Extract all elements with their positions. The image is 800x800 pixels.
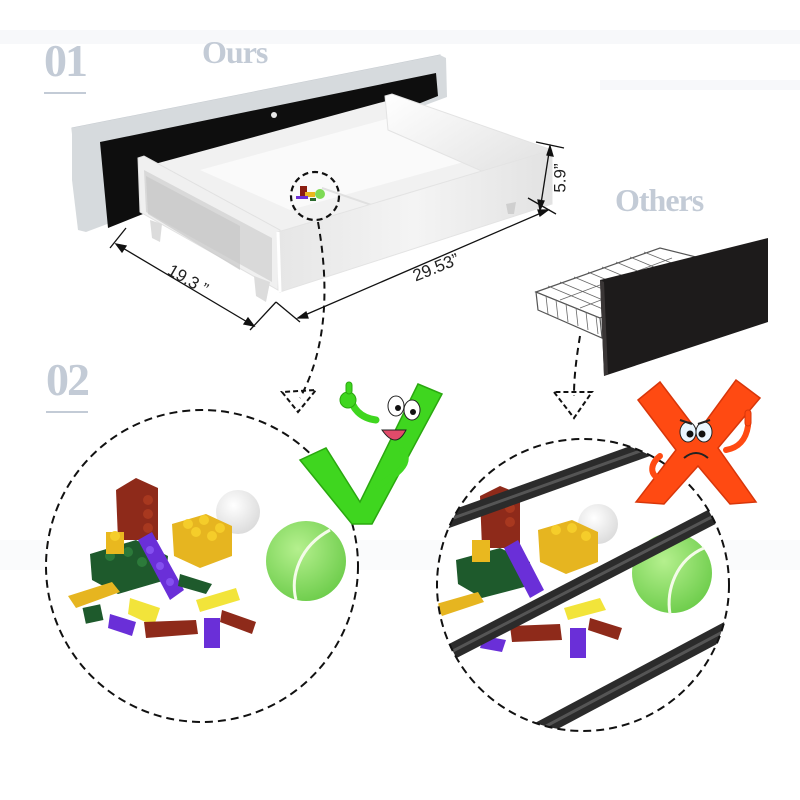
dimension-lines [109,141,565,331]
section-title-ours: Ours [202,34,268,70]
ours-drawer [71,54,553,302]
zoom-callout-small [289,170,341,222]
ours-contents-closeup [45,409,359,723]
section-title-others: Others [615,182,704,218]
check-mark-icon [298,381,444,525]
background-band [600,80,800,90]
wire-bars [437,439,729,731]
section-number-02: 02 [46,357,90,413]
others-contents-closeup [436,438,730,732]
section-number-01: 01 [44,38,88,94]
underline [46,411,88,413]
background-band [0,30,800,44]
others-wire-drawer [534,238,768,376]
x-mark-icon [634,378,762,505]
underline [44,92,86,94]
callout-arrow-ours [280,221,326,414]
dimension-height: 5.9” [550,163,570,193]
callout-arrow-others [551,335,594,420]
